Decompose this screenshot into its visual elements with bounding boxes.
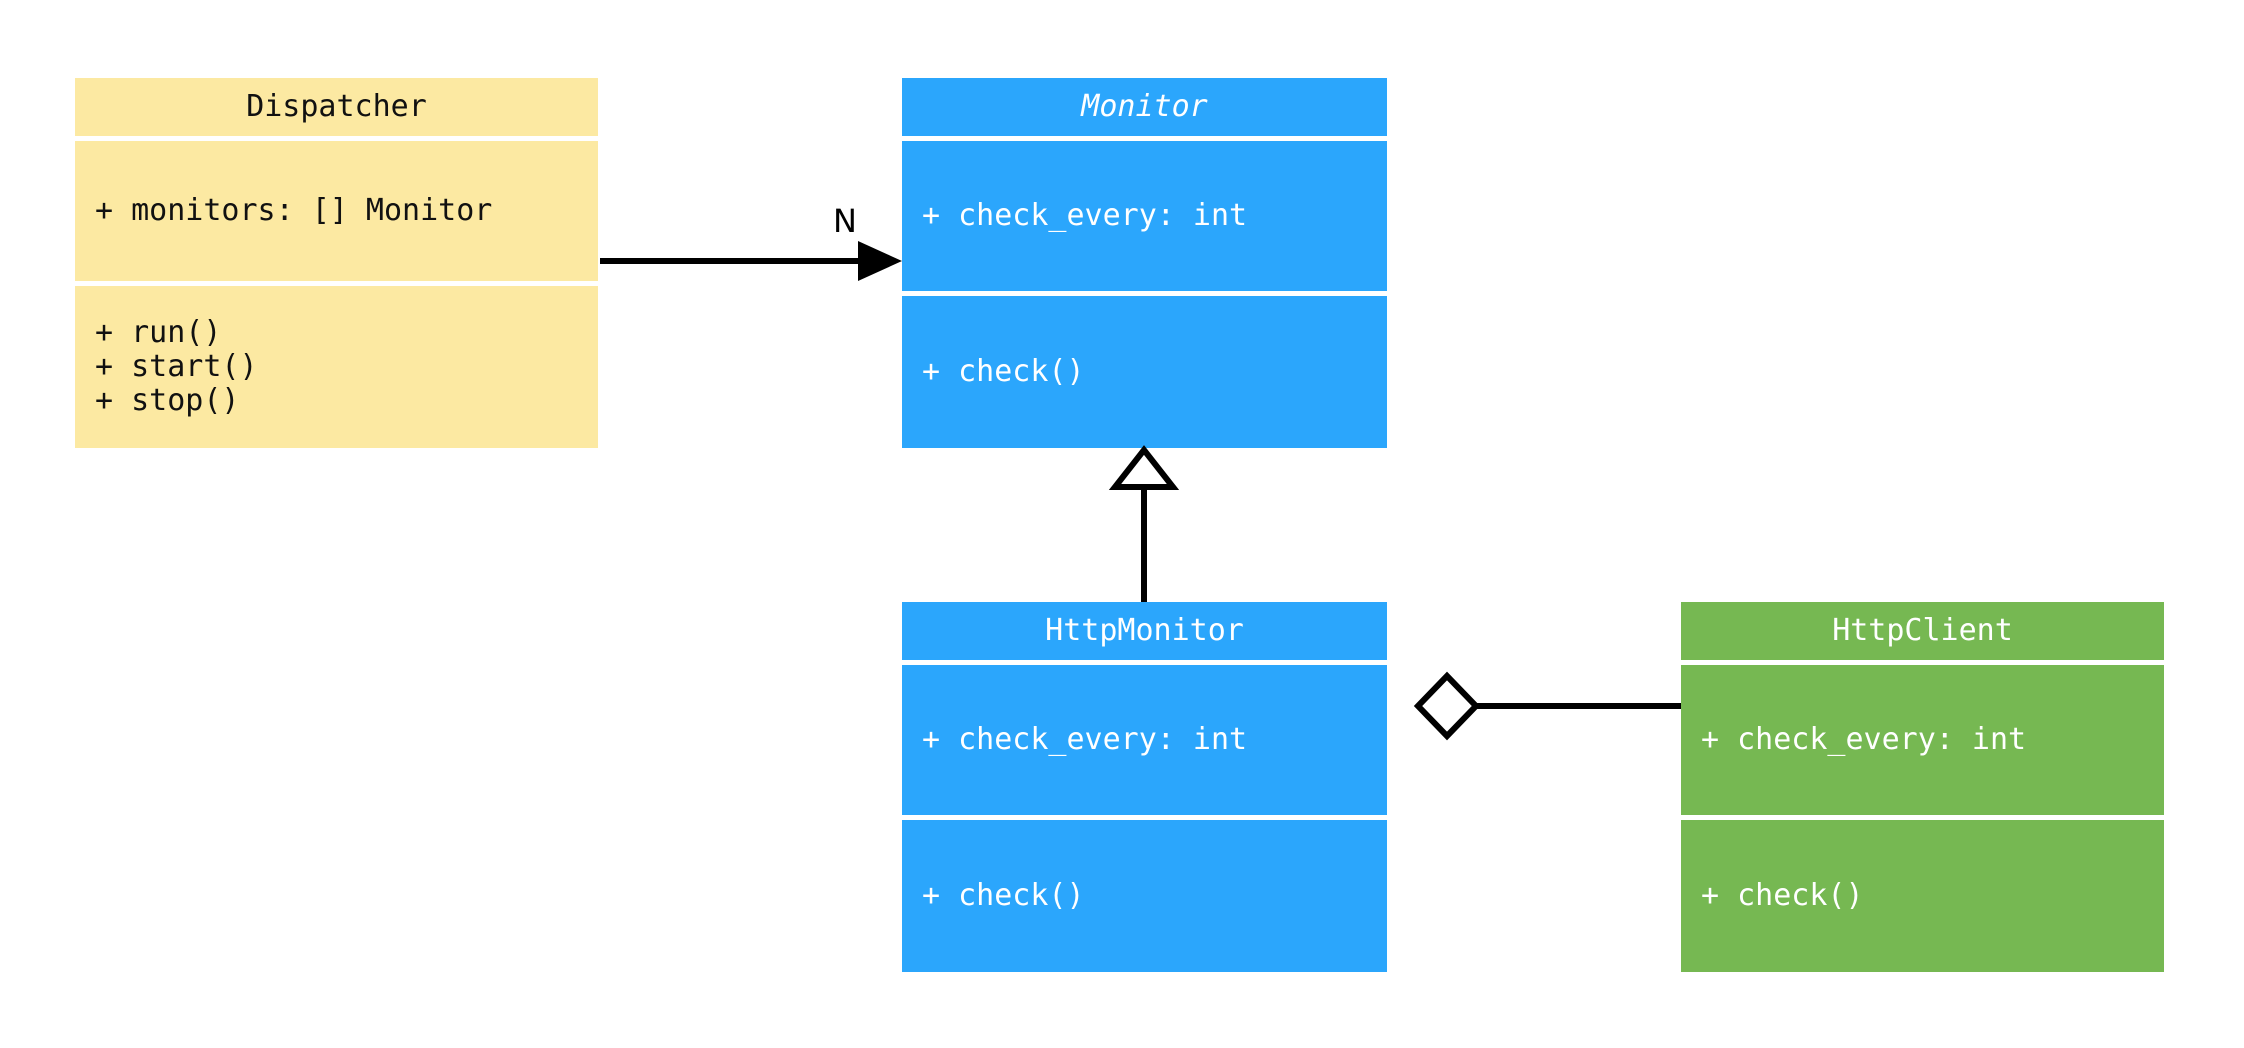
relation-httpmonitor-to-httpclient <box>1413 671 1681 741</box>
methods-section-monitor: + check() <box>902 296 1387 448</box>
class-name-dispatcher: Dispatcher <box>75 78 598 136</box>
filled-arrowhead-icon <box>858 241 902 281</box>
divider <box>902 136 1387 141</box>
class-name-httpclient: HttpClient <box>1681 602 2164 660</box>
class-box-httpmonitor[interactable]: HttpMonitor + check_every: int + check() <box>902 602 1387 972</box>
relation-dispatcher-to-monitor <box>600 241 902 281</box>
relation-label-multiplicity: N <box>833 202 857 240</box>
attributes-section-monitor: + check_every: int <box>902 141 1387 291</box>
divider <box>902 815 1387 820</box>
class-name-httpmonitor: HttpMonitor <box>902 602 1387 660</box>
divider <box>75 136 598 141</box>
method-row: + check() <box>1701 878 1864 913</box>
attribute-row: + check_every: int <box>922 722 1248 757</box>
class-box-dispatcher[interactable]: Dispatcher + monitors: [] Monitor + run(… <box>75 78 598 448</box>
hollow-triangle-icon <box>1108 445 1180 490</box>
attribute-row: + check_every: int <box>922 198 1248 233</box>
method-row: + start() <box>95 349 258 384</box>
class-box-httpclient[interactable]: HttpClient + check_every: int + check() <box>1681 602 2164 972</box>
attribute-row: + monitors: [] Monitor <box>95 193 493 228</box>
divider <box>902 291 1387 296</box>
methods-section-httpmonitor: + check() <box>902 820 1387 972</box>
method-row: + stop() <box>95 383 240 418</box>
attributes-section-httpclient: + check_every: int <box>1681 665 2164 815</box>
divider <box>75 281 598 286</box>
method-row: + check() <box>922 878 1085 913</box>
relation-httpmonitor-to-monitor <box>1108 445 1180 602</box>
attribute-row: + check_every: int <box>1701 722 2027 757</box>
method-row: + check() <box>922 354 1085 389</box>
divider <box>1681 815 2164 820</box>
class-name-monitor: Monitor <box>902 78 1387 136</box>
attributes-section-dispatcher: + monitors: [] Monitor <box>75 141 598 281</box>
divider <box>902 660 1387 665</box>
methods-section-dispatcher: + run() + start() + stop() <box>75 286 598 448</box>
divider <box>1681 660 2164 665</box>
class-box-monitor[interactable]: Monitor + check_every: int + check() <box>902 78 1387 448</box>
method-row: + run() <box>95 315 222 350</box>
attributes-section-httpmonitor: + check_every: int <box>902 665 1387 815</box>
methods-section-httpclient: + check() <box>1681 820 2164 972</box>
hollow-diamond-icon <box>1413 671 1481 741</box>
